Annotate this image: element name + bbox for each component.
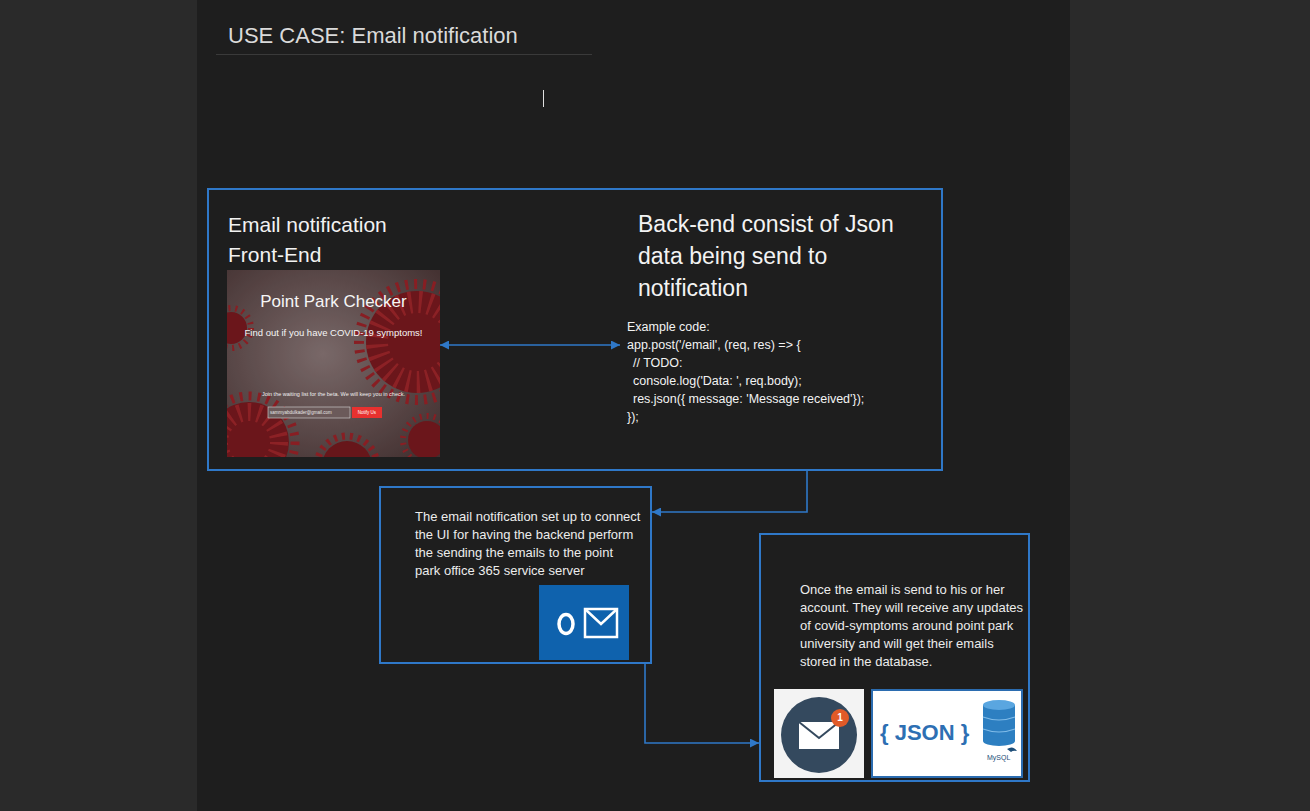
backend-panel: Back-end consist of Json data being send… (620, 208, 920, 426)
outlook-icon (539, 585, 629, 660)
process-box: The email notification set up to connect… (379, 486, 652, 664)
app-title: Point Park Checker (227, 292, 440, 312)
box-description: The email notification set up to connect… (415, 508, 641, 580)
app-subtitle: Find out if you have COVID-19 symptoms! (227, 327, 440, 339)
title-underline (216, 54, 592, 55)
code-line: res.json({ message: 'Message received'})… (633, 390, 864, 408)
code-line: app.post('/email', (req, res) => { (627, 336, 801, 354)
connector-arrow (652, 471, 807, 512)
result-box: Once the email is send to his or her acc… (759, 533, 1030, 782)
code-line: console.log('Data: ', req.body); (633, 372, 802, 390)
notify-button (352, 407, 382, 418)
code-label: Example code: (627, 318, 710, 336)
text-cursor (543, 90, 544, 107)
diagram-title: USE CASE: Email notification (228, 22, 518, 50)
screenshot-ground (227, 270, 440, 457)
frontend-panel: Email notification Front-EndPoint Park C… (227, 210, 440, 457)
mysql-logo-text: MySQL (987, 753, 1021, 762)
json-logo-text: { JSON } (880, 719, 969, 747)
code-line: }); (627, 408, 639, 426)
connector-arrow (440, 344, 620, 346)
group-box: Email notification Front-EndPoint Park C… (207, 188, 943, 471)
email-input (268, 407, 350, 418)
button-label: Notify Us (352, 409, 382, 416)
box-description: Once the email is send to his or her acc… (800, 581, 1024, 671)
connector-arrow (645, 664, 759, 743)
mail-icon (774, 689, 864, 778)
email-input-text: sammyabdulkader@gmail.com (270, 409, 348, 416)
badge-number: 1 (831, 710, 849, 726)
app-note: Join the waiting list for the beta. We w… (227, 391, 440, 398)
code-line: // TODO: (633, 354, 683, 372)
section-heading: Back-end consist of Json data being send… (638, 208, 920, 304)
section-heading: Email notification Front-End (228, 210, 440, 270)
